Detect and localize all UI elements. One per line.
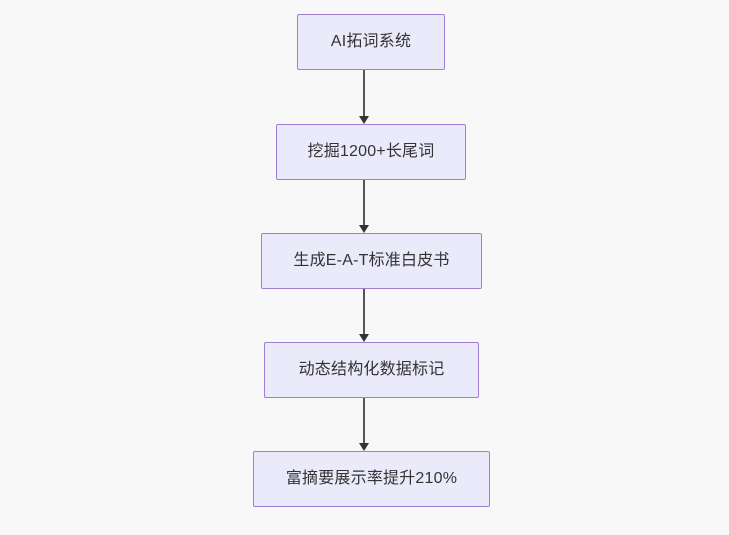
flow-connector-3 <box>357 289 371 342</box>
flow-connector-2 <box>357 180 371 233</box>
arrowhead-icon <box>359 443 369 451</box>
flow-node-label: 富摘要展示率提升210% <box>285 470 458 488</box>
flow-connector-1 <box>357 70 371 124</box>
flow-node-label: 生成E-A-T标准白皮书 <box>293 252 450 270</box>
arrowhead-icon <box>359 116 369 124</box>
connector-line <box>363 398 365 444</box>
flow-node-2[interactable]: 挖掘1200+长尾词 <box>276 124 466 180</box>
flow-node-label: AI拓词系统 <box>330 33 412 51</box>
connector-line <box>363 180 365 226</box>
arrowhead-icon <box>359 334 369 342</box>
connector-line <box>363 70 365 117</box>
flow-node-4[interactable]: 动态结构化数据标记 <box>264 342 479 398</box>
flow-node-5[interactable]: 富摘要展示率提升210% <box>253 451 490 507</box>
arrowhead-icon <box>359 225 369 233</box>
flow-connector-4 <box>357 398 371 451</box>
flow-node-1[interactable]: AI拓词系统 <box>297 14 445 70</box>
flow-node-label: 动态结构化数据标记 <box>298 361 445 379</box>
flow-node-3[interactable]: 生成E-A-T标准白皮书 <box>261 233 482 289</box>
connector-line <box>363 289 365 335</box>
flow-node-label: 挖掘1200+长尾词 <box>307 143 435 161</box>
